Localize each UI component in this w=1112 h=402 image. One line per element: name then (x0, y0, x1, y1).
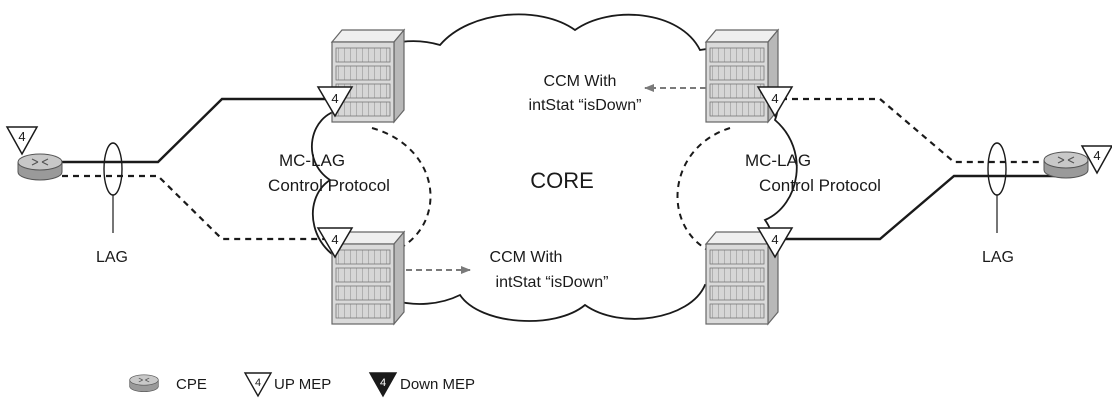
cpe-right (1043, 151, 1089, 179)
up-mep-cpe-left-icon: 4 (5, 126, 39, 156)
legend: CPE 4 UP MEP 4 Down MEP (129, 372, 475, 398)
lag-left-ellipse (103, 142, 123, 196)
router-top-left (331, 29, 405, 123)
svg-text:4: 4 (331, 91, 338, 106)
mc-lag-right-line2: Control Protocol (759, 176, 881, 195)
ccm-top-line1: CCM With (544, 73, 617, 90)
up-mep-top-right-icon: 4 (756, 86, 794, 118)
right-dashed-link (770, 97, 1066, 164)
svg-text:4: 4 (380, 377, 386, 389)
svg-text:4: 4 (255, 377, 261, 389)
legend-cpe-label: CPE (176, 376, 207, 393)
mc-lag-right-line1: MC-LAG (745, 151, 811, 170)
legend-cpe-icon (129, 374, 159, 393)
ccm-bottom-line2: intStat “isDown” (496, 274, 609, 291)
svg-text:4: 4 (331, 232, 338, 247)
mc-lag-left-line1: MC-LAG (279, 151, 345, 170)
legend-cpe: CPE (129, 374, 207, 393)
lag-right-ellipse (987, 142, 1007, 196)
core-label: CORE (530, 168, 594, 193)
legend-down-mep-label: Down MEP (400, 376, 475, 393)
left-solid-link (40, 97, 332, 164)
left-dashed-link (40, 174, 332, 241)
up-mep-bottom-left-icon: 4 (316, 227, 354, 259)
up-mep-bottom-right-icon: 4 (756, 227, 794, 259)
cpe-left (17, 153, 63, 181)
ccm-top-line2: intStat “isDown” (529, 97, 642, 114)
svg-text:4: 4 (771, 91, 778, 106)
svg-text:4: 4 (1093, 148, 1100, 163)
legend-up-mep: 4 UP MEP (243, 372, 331, 398)
ccm-bottom-line1: CCM With (490, 249, 563, 266)
right-solid-link (770, 174, 1066, 241)
legend-down-mep: 4 Down MEP (368, 372, 475, 398)
up-mep-cpe-right-icon: 4 (1080, 145, 1112, 175)
legend-up-mep-label: UP MEP (274, 376, 331, 393)
lag-right-label: LAG (982, 249, 1014, 266)
mc-lag-left-line2: Control Protocol (268, 176, 390, 195)
lag-left-label: LAG (96, 249, 128, 266)
svg-text:4: 4 (771, 232, 778, 247)
legend-down-mep-icon: 4 (368, 372, 398, 398)
legend-up-mep-icon: 4 (243, 372, 273, 398)
router-bottom-right (705, 231, 779, 325)
up-mep-top-left-icon: 4 (316, 86, 354, 118)
svg-text:4: 4 (18, 129, 25, 144)
router-top-right (705, 29, 779, 123)
router-bottom-left (331, 231, 405, 325)
